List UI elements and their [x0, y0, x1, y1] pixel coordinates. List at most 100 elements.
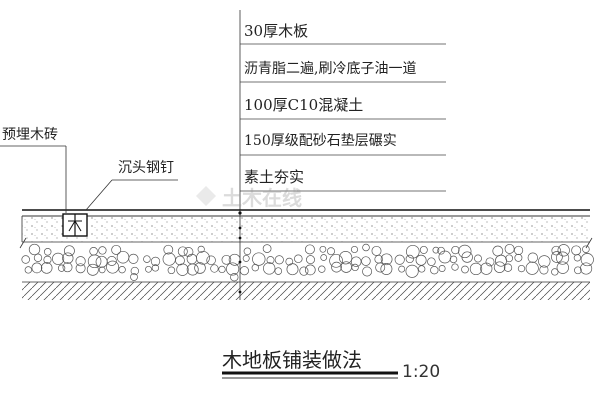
gravel-stone — [266, 256, 275, 265]
gravel-stone — [538, 255, 551, 268]
gravel-stone — [517, 264, 526, 273]
gravel-stone — [405, 264, 419, 278]
gravel-stone — [525, 261, 539, 275]
drawing-scale: 1:20 — [402, 362, 441, 382]
gravel-stone — [106, 256, 117, 266]
gravel-stone — [556, 261, 569, 274]
gravel-stone — [493, 261, 506, 273]
gravel-stone — [304, 264, 316, 276]
gravel-stone — [405, 254, 414, 264]
gravel-stone — [329, 253, 343, 268]
gravel-stone — [150, 256, 161, 267]
gravel-stone — [62, 262, 73, 273]
gravel-stone — [461, 251, 473, 263]
gravel-stone — [331, 261, 342, 273]
gravel-stone — [375, 262, 386, 273]
gravel-stone — [186, 253, 198, 265]
gravel-stone — [551, 268, 559, 276]
gravel-stone — [503, 263, 513, 272]
gravel-stone — [242, 254, 250, 262]
gravel-stone — [380, 253, 393, 266]
gravel-stone — [432, 246, 440, 254]
gravel-stone — [458, 244, 472, 259]
gravel-stone — [495, 254, 507, 267]
gravel-stone — [394, 254, 405, 265]
gravel-stone — [438, 265, 446, 272]
gravel-stone — [485, 257, 495, 267]
gravel-stone — [75, 263, 86, 274]
gravel-stone — [111, 244, 122, 255]
gravel-stone — [176, 263, 189, 276]
gravel-stone — [474, 254, 482, 263]
gravel-stone — [514, 253, 523, 262]
gravel-stone — [406, 244, 420, 259]
gravel-stone — [306, 255, 315, 265]
gravel-stone — [230, 273, 239, 282]
gravel-layer — [21, 243, 594, 282]
gravel-stone — [95, 255, 108, 268]
drawing-title: 木地板铺装做法 — [222, 348, 362, 372]
gravel-stone — [263, 262, 276, 275]
gravel-stone — [175, 255, 185, 266]
gravel-stone — [350, 245, 359, 254]
gravel-stone — [380, 263, 393, 275]
gravel-stone — [285, 257, 294, 266]
gravel-stone — [243, 247, 252, 256]
soil-layer — [22, 282, 590, 300]
layer-label-gravel: 150厚级配砂石垫层碾实 — [244, 133, 397, 149]
layer-label-wood-board: 30厚木板 — [244, 22, 309, 40]
gravel-stone — [398, 265, 406, 273]
gravel-stone — [162, 252, 176, 266]
gravel-stone — [527, 252, 538, 263]
gravel-stone — [183, 247, 194, 257]
gravel-stone — [167, 266, 176, 275]
gravel-stone — [145, 265, 152, 273]
gravel-stone — [274, 255, 284, 265]
layer-label-asphalt: 沥青脂二遍,刷冷底子油一道 — [244, 61, 417, 77]
gravel-stone — [327, 247, 335, 256]
gravel-stone — [573, 254, 582, 262]
gravel-stone — [143, 255, 151, 263]
gravel-stone — [28, 243, 41, 256]
gravel-stone — [551, 245, 561, 256]
gravel-stone — [580, 262, 593, 275]
layer-label-underlines — [240, 43, 446, 192]
gravel-stone — [239, 266, 249, 276]
gravel-stone — [31, 262, 43, 274]
gravel-stone — [539, 265, 549, 275]
gravel-stone — [40, 262, 53, 274]
layer-label-soil: 素土夯实 — [244, 168, 305, 186]
gravel-stone — [206, 255, 216, 266]
gravel-stone — [130, 273, 138, 281]
gravel-stone — [274, 267, 283, 275]
gravel-stone — [318, 265, 326, 273]
gravel-stone — [451, 263, 459, 271]
gravel-stone — [43, 255, 52, 264]
gravel-stone — [177, 246, 188, 257]
gravel-stone — [106, 260, 120, 274]
gravel-stone — [551, 251, 563, 263]
gravel-stone — [221, 254, 232, 265]
gravel-stone — [556, 251, 570, 265]
gravel-stone — [194, 262, 206, 274]
gravel-stone — [57, 264, 66, 272]
gravel-stone — [130, 266, 139, 276]
gravel-stone — [226, 262, 240, 276]
gravel-stone — [571, 245, 582, 256]
gravel-stone — [118, 266, 126, 274]
gravel-stone — [338, 251, 353, 265]
gravel-stone — [116, 250, 130, 264]
watermark-text: 土木在线 — [222, 186, 302, 210]
gravel-stone — [580, 253, 594, 267]
callout-nail: 沉头钢钉 — [118, 160, 174, 176]
gravel-stone — [427, 257, 436, 266]
gravel-stone — [362, 243, 370, 252]
gravel-stone — [252, 252, 266, 266]
gravel-stone — [151, 264, 160, 272]
gravel-stone — [98, 246, 107, 255]
gravel-stone — [196, 250, 210, 265]
gravel-stone — [480, 262, 493, 275]
gravel-stone — [228, 253, 241, 266]
gravel-stone — [87, 254, 102, 269]
